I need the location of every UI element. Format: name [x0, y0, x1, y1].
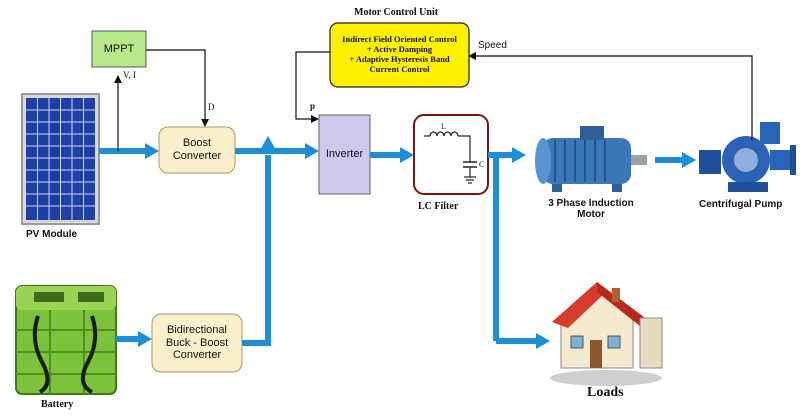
induction-motor-icon: [535, 126, 647, 192]
pv-module-icon: [21, 93, 100, 225]
boost-converter-label: Boost Converter: [159, 127, 235, 173]
mppt-label: MPPT: [103, 42, 135, 55]
bidir-label-line-3: Converter: [172, 349, 222, 362]
bidirectional-converter-label: Bidirectional Buck - Boost Converter: [152, 314, 242, 372]
control-line-3: + Adaptive Hysteresis Band: [349, 54, 450, 64]
motor-label: 3 Phase Induction Motor: [536, 196, 646, 222]
battery-icon: [15, 285, 117, 395]
inverter-label: Inverter: [325, 148, 364, 161]
pump-label: Centrifugal Pump: [699, 199, 783, 210]
pulse-signal-label: p: [310, 101, 316, 111]
mppt-block: [91, 30, 147, 68]
lc-filter-block: [413, 114, 489, 195]
pv-module-label: PV Module: [26, 229, 78, 240]
speed-signal-label: Speed: [478, 40, 507, 51]
loads-label: Loads: [587, 385, 624, 400]
bidir-label-line-2: Buck - Boost: [165, 336, 229, 349]
duty-signal-label: D: [208, 102, 215, 112]
loads-house-icon: [550, 282, 663, 386]
power-flow-lines: [99, 148, 684, 346]
boost-label-line-2: Converter: [172, 150, 222, 162]
control-line-4: Current Control: [369, 63, 430, 74]
control-line-1: Indirect Field Oriented Control: [342, 34, 457, 45]
bidir-label-line-1: Bidirectional: [167, 324, 227, 337]
boost-label-line-1: Boost: [182, 137, 212, 150]
motor-control-unit-title: Motor Control Unit: [354, 7, 439, 18]
centrifugal-pump-icon: [699, 122, 796, 192]
inductor-label: L: [441, 122, 446, 131]
control-unit-text: Indirect Field Oriented Control + Active…: [330, 25, 469, 85]
power-flow-arrowheads: [138, 136, 696, 349]
battery-label: Battery: [41, 399, 74, 410]
motor-label-line-1: 3 Phase Induction: [548, 197, 634, 209]
motor-label-line-2: Motor: [577, 209, 605, 220]
capacitor-label: C: [479, 160, 485, 169]
lc-filter-label: LC Filter: [418, 201, 459, 212]
signal-lines: [114, 49, 753, 151]
vi-signal-label: V, I: [123, 70, 136, 80]
control-line-2: + Active Damping: [366, 44, 433, 55]
